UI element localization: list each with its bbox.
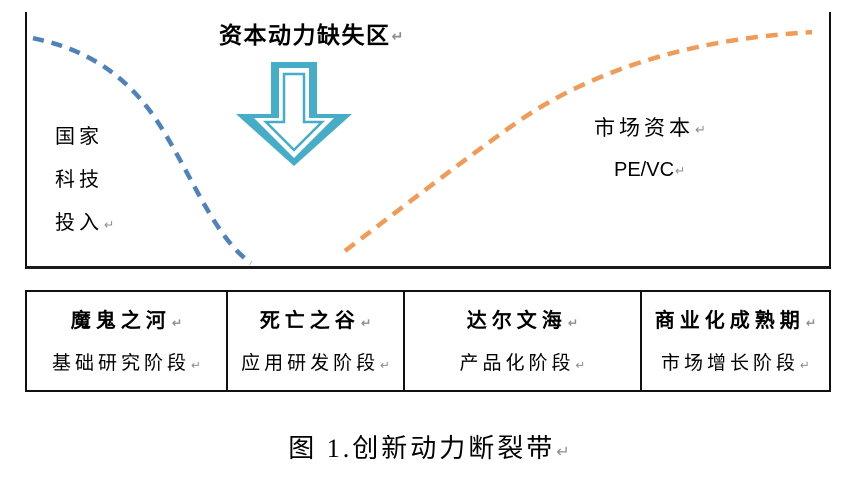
down-arrow-inner xyxy=(262,72,326,152)
gov-investment-label: 国家 科技 投入↵ xyxy=(55,116,114,246)
market-capital-label: 市场资本↵ xyxy=(594,116,706,140)
gov-label-line3: 投入↵ xyxy=(55,212,115,234)
paragraph-mark: ↵ xyxy=(695,122,706,138)
stage-name: 死亡之谷↵ xyxy=(259,310,372,332)
stage-cell-darwinian-sea: 达尔文海↵ 产品化阶段↵ xyxy=(405,292,642,390)
stage-phase: 基础研究阶段↵ xyxy=(52,353,201,374)
gov-label-line1: 国家 xyxy=(55,126,103,148)
stage-name: 魔鬼之河↵ xyxy=(70,310,183,332)
paragraph-mark: ↵ xyxy=(567,314,579,330)
gap-zone-title-text: 资本动力缺失区 xyxy=(219,22,391,48)
paragraph-mark: ↵ xyxy=(675,163,686,179)
paragraph-mark: ↵ xyxy=(191,357,201,372)
paragraph-mark: ↵ xyxy=(104,216,115,232)
pe-vc-label: PE/VC↵ xyxy=(614,159,686,181)
paragraph-mark: ↵ xyxy=(575,357,586,372)
gov-label-line2: 科技 xyxy=(55,169,103,191)
stage-cell-valley-of-death: 死亡之谷↵ 应用研发阶段↵ xyxy=(228,292,406,390)
stage-name: 商业化成熟期↵ xyxy=(654,310,817,332)
figure-caption: 图 1.创新动力断裂带↵ xyxy=(288,434,570,463)
paragraph-mark: ↵ xyxy=(800,357,810,372)
paragraph-mark: ↵ xyxy=(360,314,372,330)
stage-cell-commercial-maturity: 商业化成熟期↵ 市场增长阶段↵ xyxy=(642,292,829,390)
paragraph-mark: ↵ xyxy=(171,314,183,330)
down-arrow-icon xyxy=(236,62,352,166)
gov-investment-curve xyxy=(32,35,253,265)
paragraph-mark: ↵ xyxy=(805,314,817,330)
chart-area: 资本动力缺失区↵ 国家 科技 投入↵ 市场资本↵ PE/VC↵ xyxy=(25,12,831,269)
stage-cell-devils-river: 魔鬼之河↵ 基础研究阶段↵ xyxy=(27,292,228,390)
gap-zone-title: 资本动力缺失区↵ xyxy=(219,16,403,50)
paragraph-mark: ↵ xyxy=(391,28,404,45)
stage-phase: 应用研发阶段↵ xyxy=(241,353,390,374)
paragraph-mark: ↵ xyxy=(556,441,570,461)
stage-phase: 产品化阶段↵ xyxy=(459,353,586,374)
paragraph-mark: ↵ xyxy=(380,357,390,372)
curves-plot xyxy=(32,29,813,265)
stage-phase: 市场增长阶段↵ xyxy=(660,353,810,374)
market-capital-curve xyxy=(343,29,813,253)
stage-name: 达尔文海↵ xyxy=(466,310,579,332)
stage-table: 魔鬼之河↵ 基础研究阶段↵ 死亡之谷↵ 应用研发阶段↵ 达尔文海↵ 产品化阶段↵… xyxy=(25,290,831,392)
